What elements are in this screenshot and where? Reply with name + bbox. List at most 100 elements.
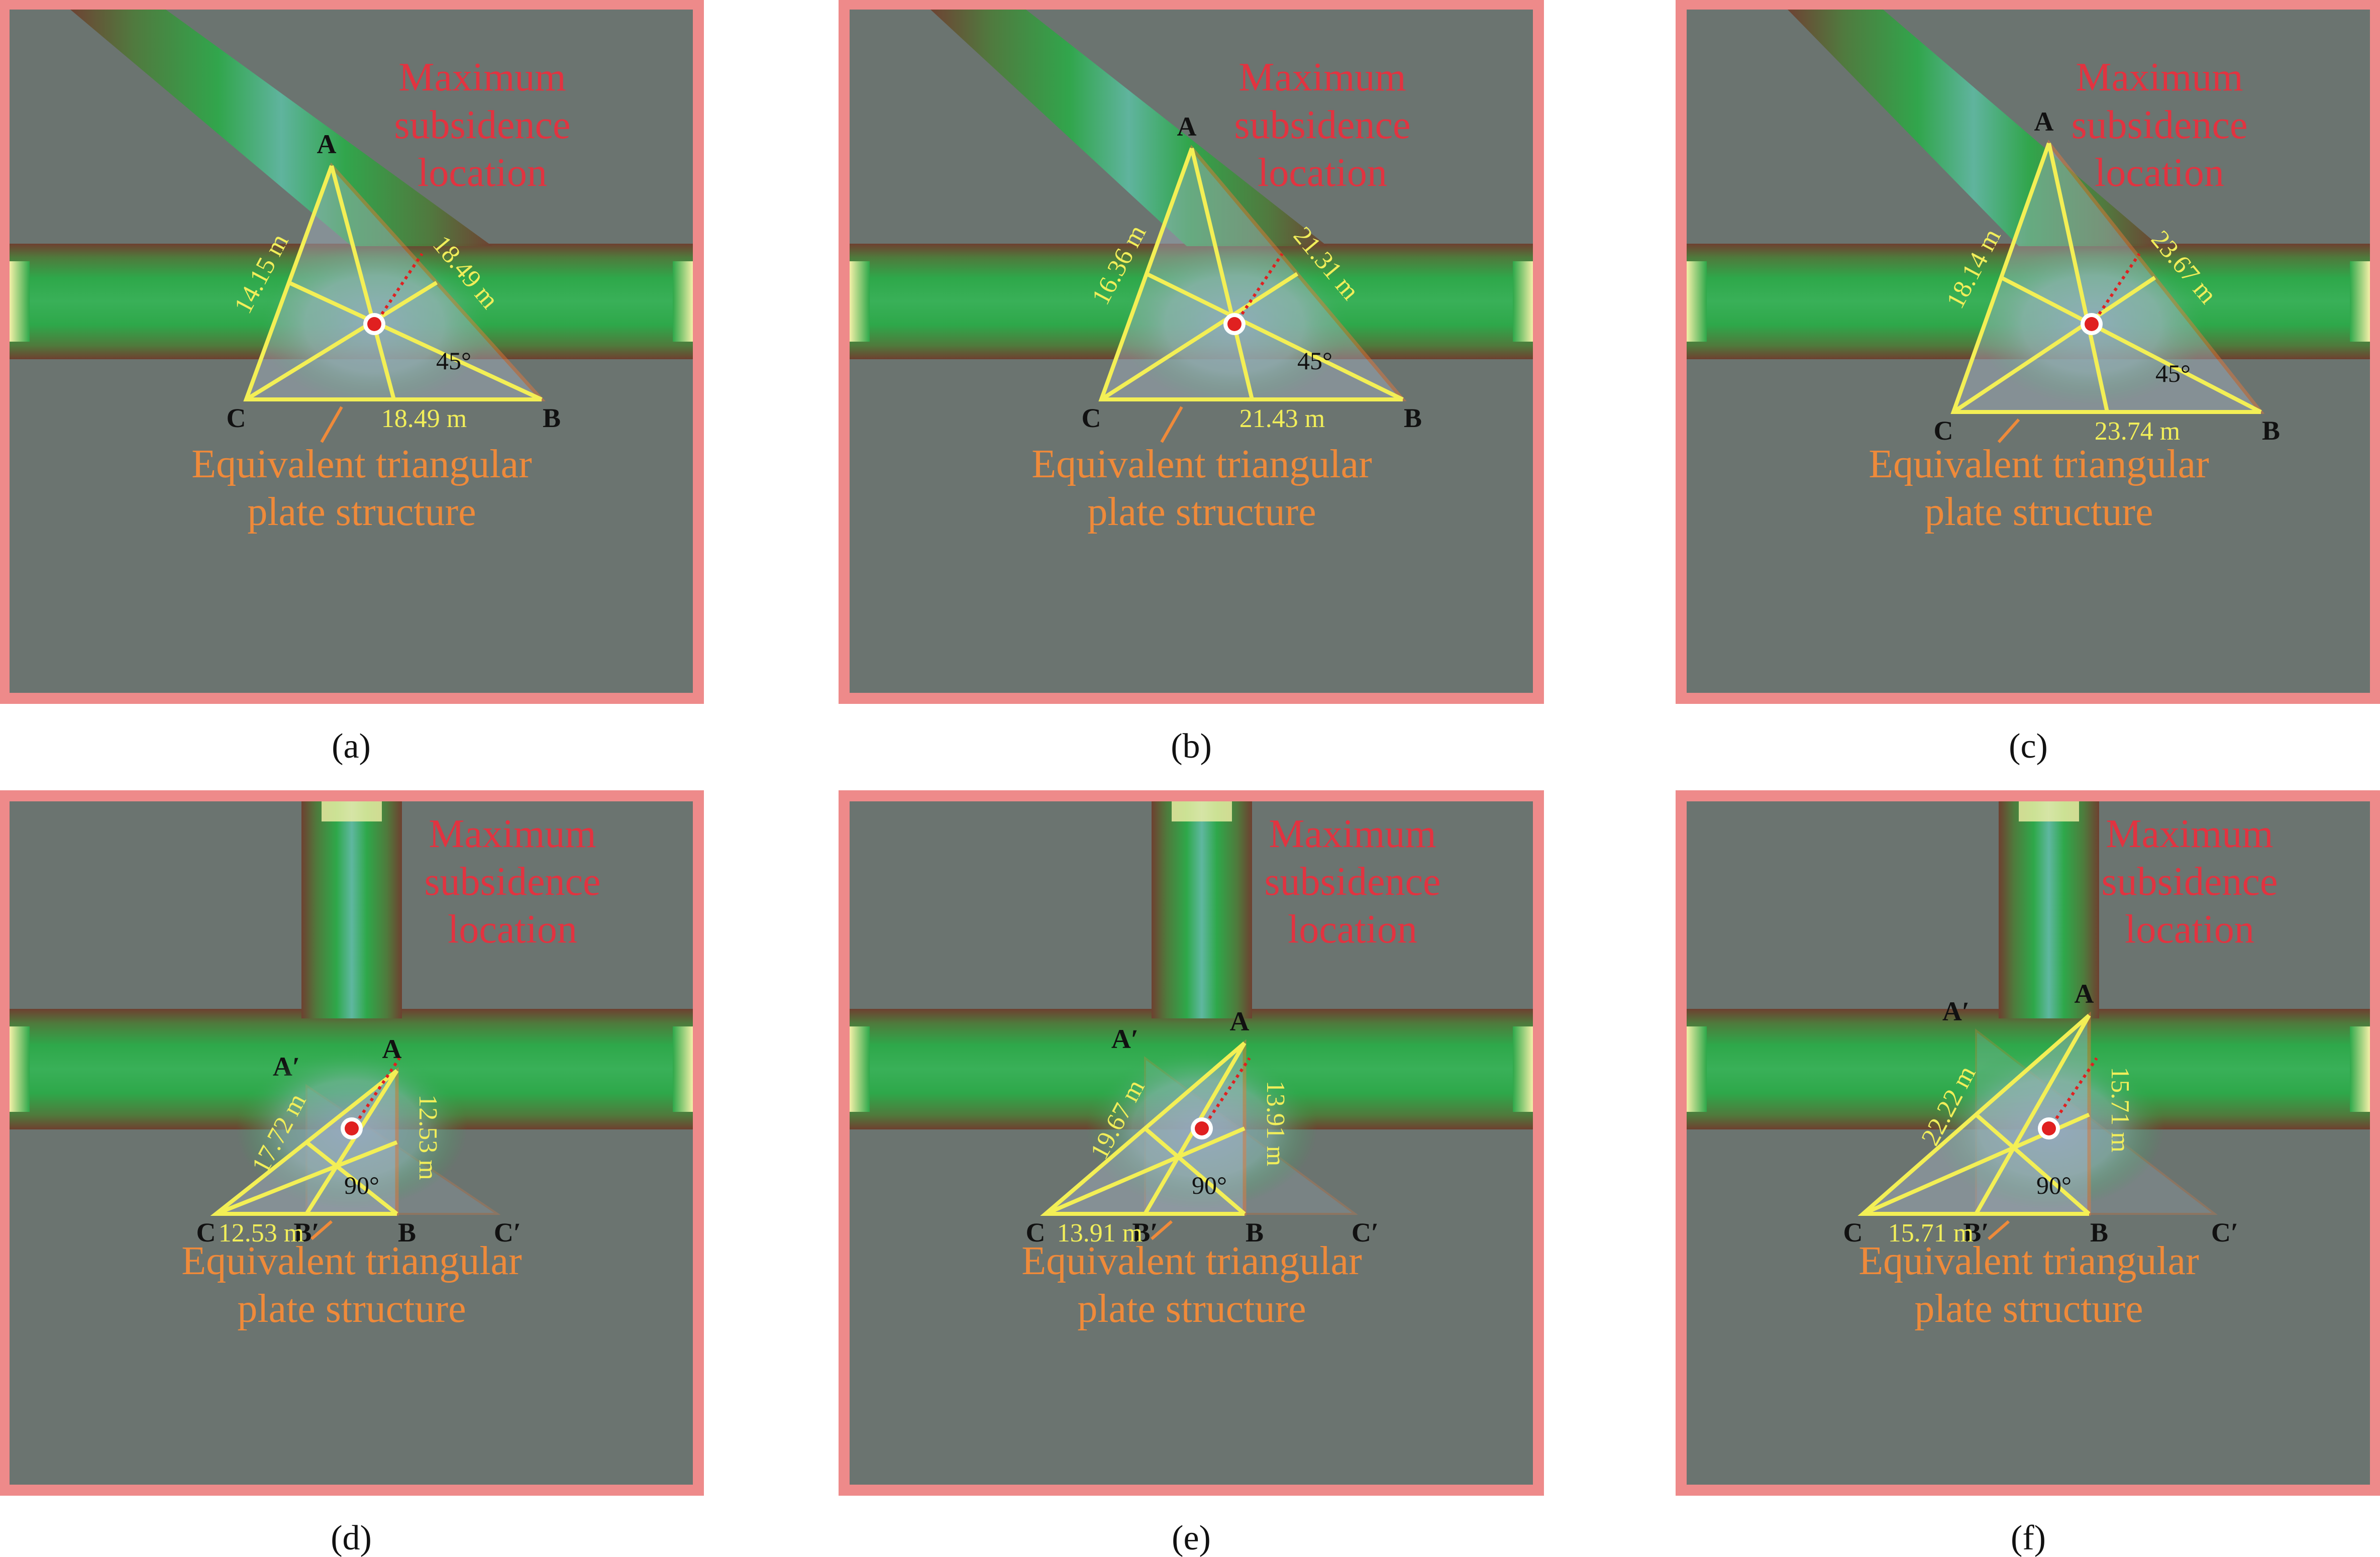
tunnel-end-right	[673, 1026, 693, 1112]
vertical-tunnel	[301, 801, 402, 1018]
plate-label-2: plate structure	[1087, 490, 1316, 534]
plate-label-2: plate structure	[1914, 1287, 2143, 1331]
vertex-a: A	[1177, 112, 1197, 142]
median-line	[1974, 1014, 2091, 1215]
max-pointer	[358, 1057, 401, 1119]
tunnel-end-top	[322, 801, 382, 821]
max-label-2: subsidence	[1234, 103, 1410, 147]
vertex-a: A	[317, 129, 337, 159]
caption-d: (d)	[331, 1519, 372, 1557]
max-label-2: subsidence	[2071, 103, 2247, 147]
max-label-3: location	[418, 151, 547, 195]
plate-label-1: Equivalent triangular	[1031, 442, 1372, 486]
tunnel-end-right	[1513, 261, 1533, 342]
max-pointer	[2055, 1057, 2098, 1119]
tunnel-end-left	[10, 1026, 30, 1112]
median-line	[2000, 275, 2262, 414]
max-pointer	[380, 253, 424, 315]
max-label-3: location	[2125, 907, 2254, 952]
max-label-3: location	[1288, 907, 1417, 952]
vertex-a: A	[2075, 979, 2094, 1009]
median-line	[1190, 148, 1254, 400]
vertex-b: B	[398, 1217, 416, 1248]
median-line	[305, 1140, 398, 1216]
vertex-b2: B′	[1963, 1217, 1989, 1248]
median-line	[1975, 1113, 2091, 1216]
dim-cb: 13.91 m	[1057, 1219, 1143, 1248]
vertex-c: C	[1843, 1217, 1863, 1248]
max-point	[1195, 1121, 1209, 1135]
dim-cb: 21.43 m	[1239, 404, 1325, 433]
tunnel-end-left	[850, 261, 870, 342]
vertex-b: B	[2090, 1217, 2108, 1248]
max-point	[2085, 317, 2099, 331]
triangle-outline	[1040, 1041, 1246, 1216]
max-label-1: Maximum	[2076, 55, 2243, 99]
dim-ab: 13.91 m	[1261, 1081, 1290, 1166]
vertex-c: C	[1934, 416, 1953, 446]
dim-ab: 15.71 m	[2106, 1067, 2134, 1152]
vertical-tunnel	[1152, 801, 1252, 1018]
caption-a: (a)	[332, 727, 371, 766]
median-line	[304, 1069, 399, 1215]
median-line	[215, 1140, 398, 1216]
max-pointer	[2098, 253, 2141, 315]
plate-label-2: plate structure	[1077, 1287, 1306, 1331]
angle-label: 45°	[436, 347, 471, 375]
plate-label-1: Equivalent triangular	[1869, 442, 2209, 486]
median-line	[330, 165, 396, 400]
tunnel-end-left	[1687, 261, 1707, 342]
max-label-2: subsidence	[2101, 860, 2278, 904]
vertex-b2: B′	[1132, 1217, 1158, 1248]
median-line	[1100, 272, 1299, 401]
angle-label: 45°	[2155, 359, 2191, 387]
vertex-a2: A′	[1942, 996, 1970, 1026]
tunnel-end-right	[2350, 1026, 2370, 1112]
angle-label: 90°	[2036, 1171, 2072, 1199]
median-line	[1144, 1126, 1246, 1216]
vertical-tunnel	[1999, 801, 2099, 1018]
max-label-3: location	[448, 907, 577, 952]
angle-label: 90°	[344, 1171, 379, 1199]
max-point	[345, 1121, 359, 1135]
max-label-1: Maximum	[2106, 812, 2273, 856]
median-line	[245, 281, 438, 401]
angle-label: 45°	[1297, 347, 1332, 375]
oblique-tunnel	[1788, 10, 2159, 246]
vertex-c: C	[227, 403, 246, 433]
max-label-2: subsidence	[424, 860, 600, 904]
vertex-c: C	[1082, 403, 1101, 433]
plate-label-2: plate structure	[247, 490, 476, 534]
oblique-tunnel	[70, 10, 492, 246]
median-line	[1045, 1126, 1246, 1216]
median-line	[288, 280, 543, 401]
triangle-outline	[210, 1069, 398, 1216]
tunnel-end-right	[1513, 1026, 1533, 1112]
plate-pointer	[311, 1220, 333, 1240]
median-line	[2047, 143, 2109, 412]
median-line	[1952, 276, 2156, 414]
vertex-c2: C′	[2211, 1217, 2238, 1248]
max-label-3: location	[2095, 151, 2224, 195]
dim-cb: 23.74 m	[2095, 417, 2180, 446]
plate-label-1: Equivalent triangular	[1021, 1239, 1362, 1283]
tunnel-end-right	[673, 261, 693, 342]
max-point	[367, 317, 381, 331]
plate-label-2: plate structure	[237, 1287, 466, 1331]
vertex-a2: A′	[1111, 1024, 1139, 1054]
max-label-1: Maximum	[1269, 812, 1436, 856]
plate-label-2: plate structure	[1924, 490, 2153, 534]
plate-pointer	[1160, 406, 1183, 443]
vertex-b: B	[543, 403, 561, 433]
vertex-c: C	[196, 1217, 216, 1248]
plate-label-1: Equivalent triangular	[181, 1239, 522, 1283]
caption-e: (e)	[1172, 1519, 1211, 1557]
vertex-c2: C′	[494, 1217, 521, 1248]
vertex-c: C	[1026, 1217, 1046, 1248]
tunnel-end-left	[1687, 1026, 1707, 1112]
